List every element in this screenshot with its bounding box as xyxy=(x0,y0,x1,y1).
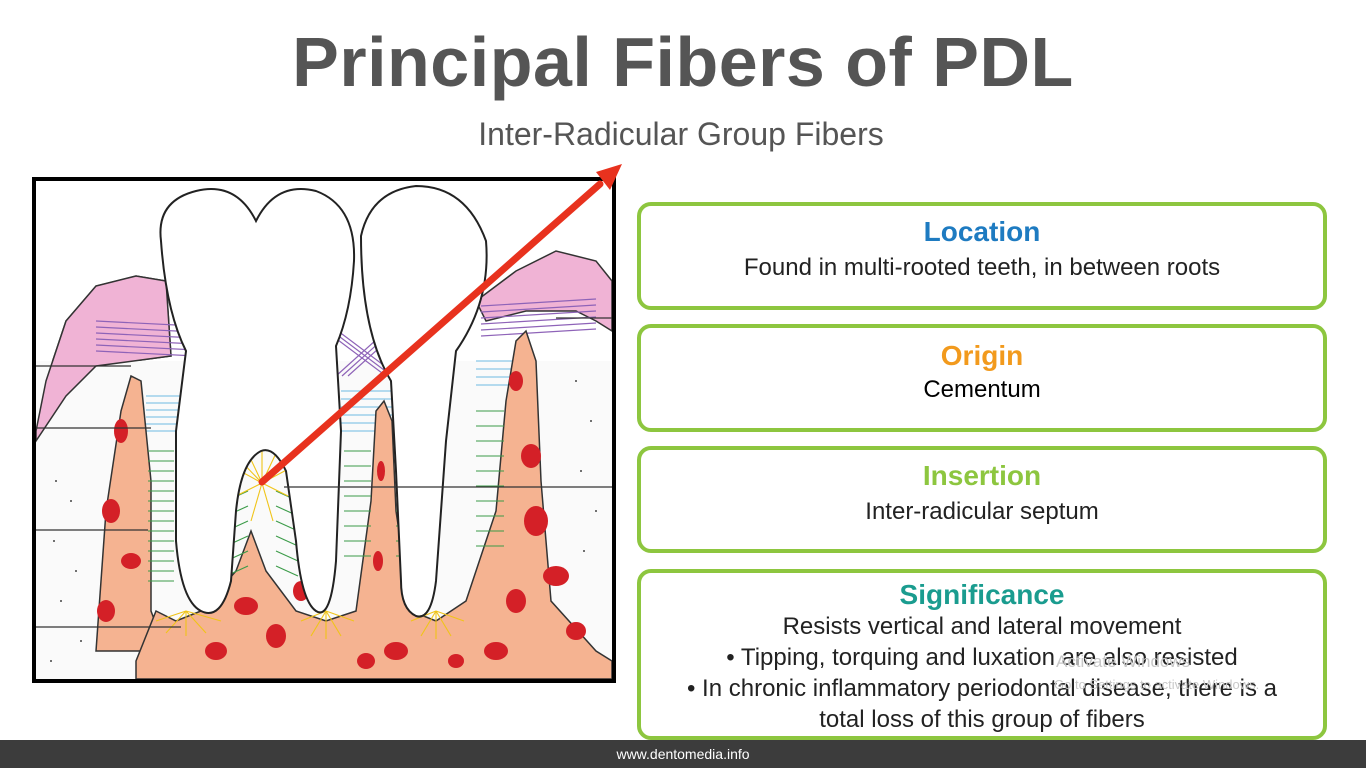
significance-heading: Significance xyxy=(899,579,1065,610)
slide-title: Principal Fibers of PDL xyxy=(292,23,1074,101)
insertion-heading: Insertion xyxy=(922,460,1042,491)
location-text: Found in multi-rooted teeth, in between … xyxy=(743,254,1221,281)
tooth-diagram xyxy=(32,177,616,683)
insertion-card: Insertion Inter-radicular septum xyxy=(637,446,1327,553)
origin-card: Origin Cementum xyxy=(637,324,1327,432)
slide-subtitle: Inter-Radicular Group Fibers xyxy=(478,116,884,152)
footer-url[interactable]: www.dentomedia.info xyxy=(616,746,750,762)
significance-line: total loss of this group of fibers xyxy=(819,706,1145,733)
location-heading: Location xyxy=(923,216,1041,247)
significance-card: Significance Resists vertical and latera… xyxy=(637,569,1327,740)
origin-heading: Origin xyxy=(940,340,1024,371)
activation-watermark-text: Go to Settings to activate Windows. xyxy=(1054,677,1260,692)
significance-line: • Tipping, torquing and luxation are als… xyxy=(726,644,1238,671)
activation-watermark-title: Activate Windows xyxy=(1056,652,1191,671)
insertion-text: Inter-radicular septum xyxy=(865,498,1099,525)
significance-line: Resists vertical and lateral movement xyxy=(782,613,1182,640)
tooth-illustration xyxy=(36,184,612,679)
location-card: Location Found in multi-rooted teeth, in… xyxy=(637,202,1327,310)
origin-text: Cementum xyxy=(923,376,1041,403)
footer-bar: www.dentomedia.info xyxy=(0,740,1366,768)
significance-line: • In chronic inflammatory periodontal di… xyxy=(686,675,1278,702)
